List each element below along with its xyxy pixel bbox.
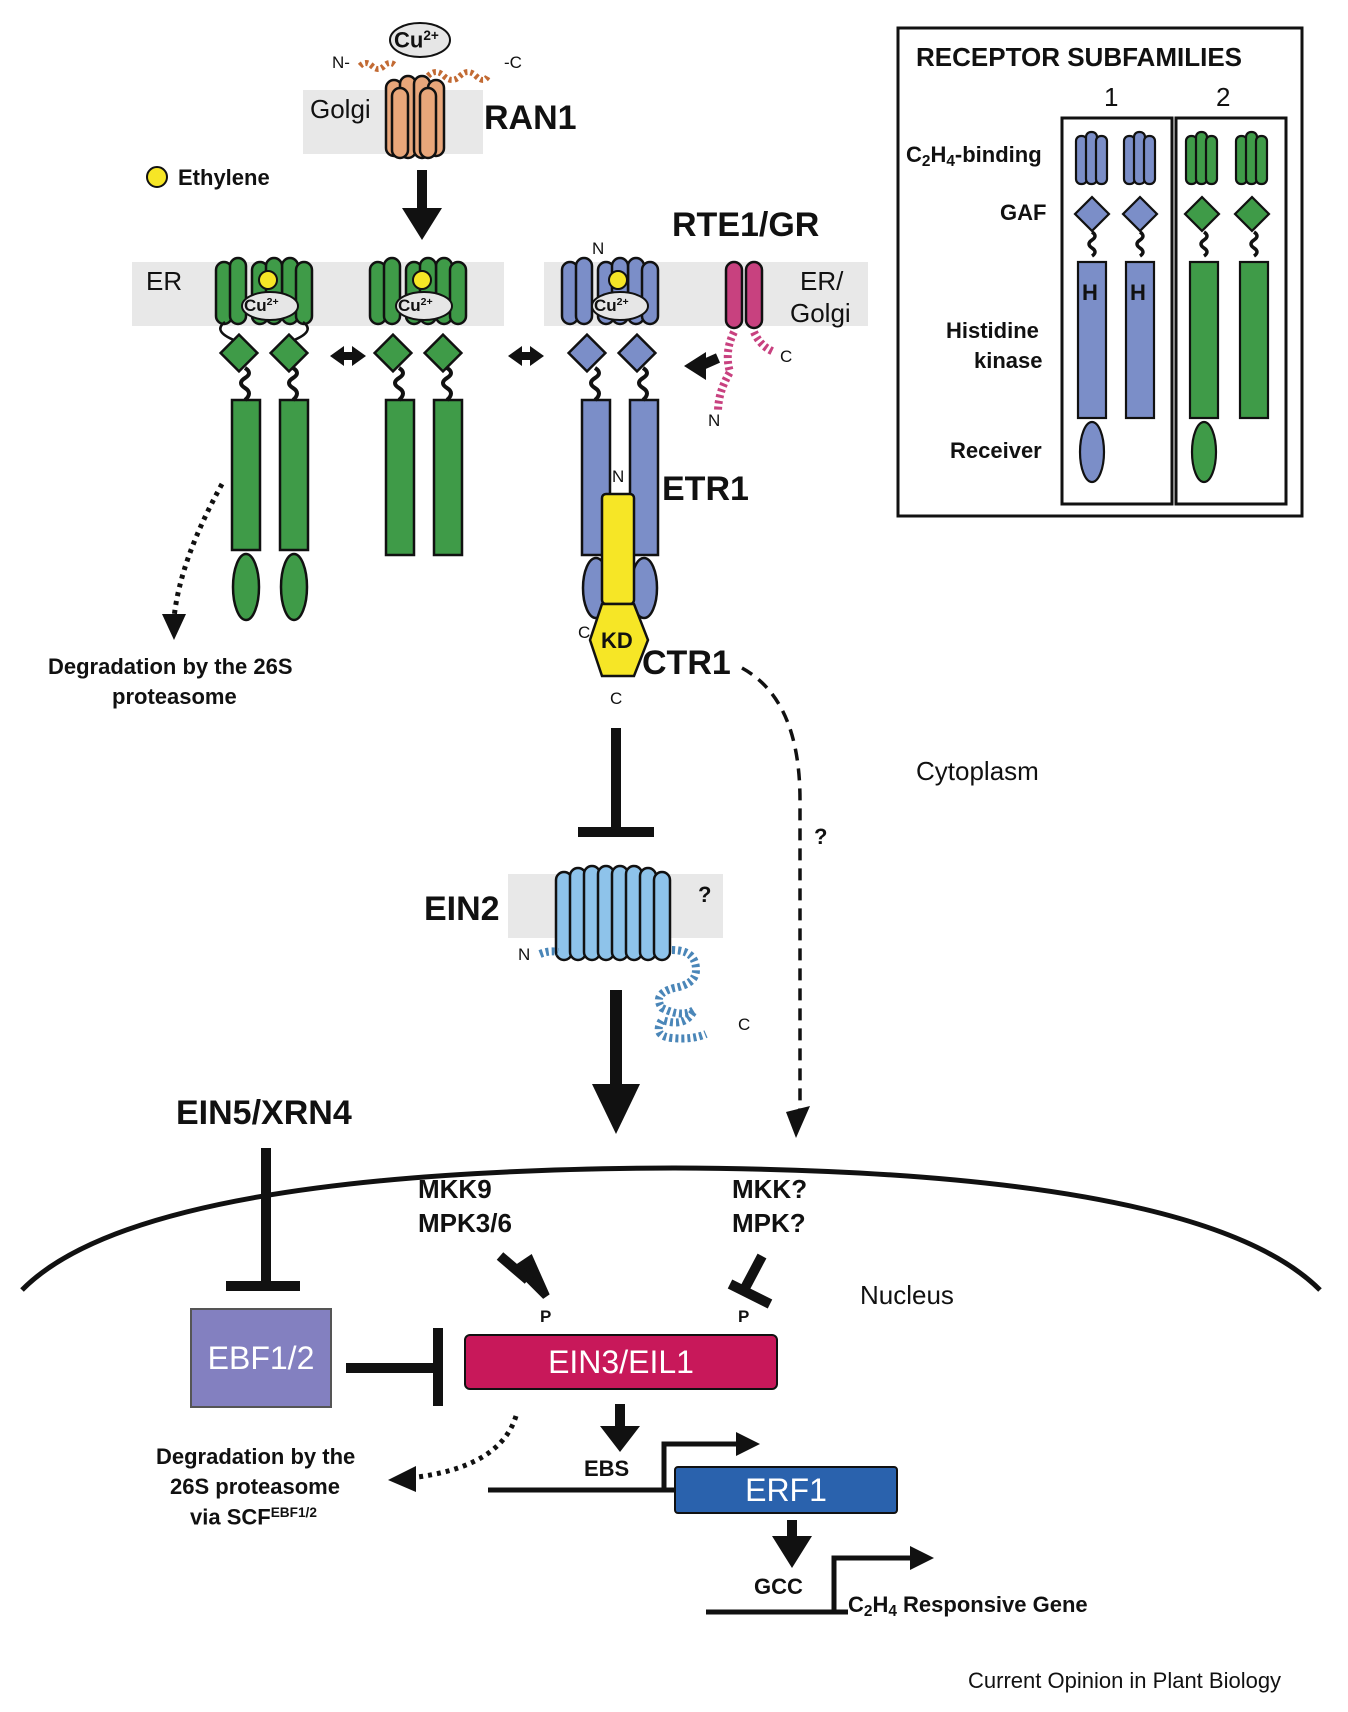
ein3-degradation-label-line3: via SCFEBF1/2 xyxy=(190,1504,317,1530)
ein2-n-terminus: N xyxy=(518,945,531,964)
cytoplasm-label: Cytoplasm xyxy=(916,756,1039,786)
ctr1-kinase xyxy=(588,492,650,678)
golgi-label: Golgi xyxy=(310,94,371,124)
kinase-domain-label: KD xyxy=(601,628,633,653)
ethylene-binding-label: C2H4-binding xyxy=(906,142,1042,170)
ein2-protein xyxy=(538,864,708,1043)
histidine-marker: H xyxy=(1130,280,1146,305)
receptor-subfamily-2-dimer-a xyxy=(214,256,314,622)
ran1-c-terminus: -C xyxy=(504,53,522,72)
unknown-pathway-label: ? xyxy=(814,824,828,849)
ctr1-c-terminus: C xyxy=(610,689,623,708)
responsive-gene-label: C2H4 Responsive Gene xyxy=(848,1592,1088,1620)
receptor-subfamilies-panel xyxy=(896,26,1304,518)
inhibition-bar-icon xyxy=(739,1253,767,1293)
etr1-c-terminus: C xyxy=(578,623,591,642)
ein2-c-terminus: C xyxy=(738,1015,751,1034)
receiver-label: Receiver xyxy=(950,438,1042,463)
etr1-n-terminus: N xyxy=(592,239,605,258)
er-golgi-label-1: ER/ xyxy=(800,266,844,296)
subfamily-1-label: 1 xyxy=(1104,82,1119,112)
kinase-label: kinase xyxy=(974,348,1043,373)
unknown-pathway-arrow-icon xyxy=(741,666,802,1110)
ran1-transporter xyxy=(357,22,491,160)
ctr1-n-terminus: N xyxy=(612,467,625,486)
ein3-eil1-box: EIN3/EIL1 xyxy=(464,1334,778,1390)
ein2-unknown-label: ? xyxy=(698,882,712,907)
subfamilies-title: RECEPTOR SUBFAMILIES xyxy=(916,42,1243,72)
degradation-label-line2: proteasome xyxy=(112,684,237,709)
nucleus-label: Nucleus xyxy=(860,1280,954,1310)
phosphorylation-site-label: P xyxy=(540,1307,552,1326)
ran1-copper-label: Cu2+ xyxy=(394,27,439,53)
unknown-mpk-label: MPK? xyxy=(732,1208,806,1238)
credit-label: Current Opinion in Plant Biology xyxy=(968,1668,1282,1693)
histidine-marker: H xyxy=(1082,280,1098,305)
histidine-label: Histidine xyxy=(946,318,1039,343)
er-label: ER xyxy=(146,266,183,296)
etr1-label: ETR1 xyxy=(662,470,749,508)
rte1-c-terminus: C xyxy=(780,347,793,366)
mpk36-label: MPK3/6 xyxy=(418,1208,512,1238)
unknown-mkk-label: MKK? xyxy=(732,1174,808,1204)
ein5-label: EIN5/XRN4 xyxy=(176,1094,352,1132)
ein3-degradation-label-line1: Degradation by the xyxy=(156,1444,356,1469)
rte1-protein xyxy=(684,260,776,413)
ethylene-legend-label: Ethylene xyxy=(178,165,270,190)
phosphorylation-site-label: P xyxy=(738,1307,750,1326)
receptor-copper-label: Cu2+ xyxy=(594,296,629,315)
ein2-label: EIN2 xyxy=(424,890,500,928)
receptor-copper-label: Cu2+ xyxy=(244,296,279,315)
mkk9-label: MKK9 xyxy=(418,1174,492,1204)
degradation-label-line1: Degradation by the 26S xyxy=(48,654,293,679)
ethylene-icon xyxy=(146,166,168,188)
degradation-arrow-icon xyxy=(409,1415,519,1481)
ein3-degradation-label-line2: 26S proteasome xyxy=(170,1474,340,1499)
erf1-box: ERF1 xyxy=(674,1466,898,1514)
ebs-label: EBS xyxy=(584,1456,630,1481)
nuclear-envelope xyxy=(20,1165,1322,1292)
gcc-label: GCC xyxy=(754,1574,803,1599)
gaf-label: GAF xyxy=(1000,200,1047,225)
rte1-label: RTE1/GR xyxy=(672,206,820,244)
rte1-n-terminus: N xyxy=(708,411,721,430)
ebf12-box: EBF1/2 xyxy=(190,1308,332,1408)
ran1-label: RAN1 xyxy=(484,99,577,137)
subfamily-2-label: 2 xyxy=(1216,82,1231,112)
degradation-arrow-icon xyxy=(171,482,225,619)
ctr1-label: CTR1 xyxy=(642,644,731,682)
er-golgi-label-2: Golgi xyxy=(790,298,851,328)
ran1-n-terminus: N- xyxy=(332,53,350,72)
receptor-copper-label: Cu2+ xyxy=(398,296,433,315)
equilibrium-arrow-icon xyxy=(330,346,544,366)
receptor-subfamily-2-dimer-b xyxy=(368,256,468,557)
